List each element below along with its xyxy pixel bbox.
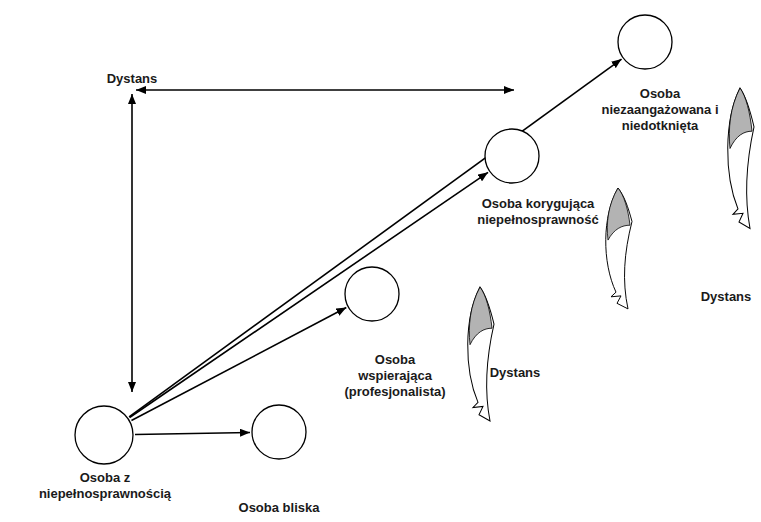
circle-shape xyxy=(252,405,306,459)
node-label: Osoba korygująca niepełnosprawność xyxy=(476,196,601,228)
node-label: Osoba wspierająca (profesjonalista) xyxy=(339,352,451,400)
distance-label: Dystans xyxy=(107,71,158,87)
circle-outline xyxy=(484,128,540,184)
distance-label: Dystans xyxy=(490,365,541,381)
circle-outline xyxy=(74,405,134,465)
relation-arrow xyxy=(129,59,621,417)
distance-crescent xyxy=(468,287,494,421)
circle-shape xyxy=(618,15,672,69)
person-circle: Osoba z niepełnosprawnością xyxy=(74,405,134,465)
distance-crescent xyxy=(728,88,754,228)
person-circle: Osoba wspierająca (profesjonalista) xyxy=(344,266,400,322)
relation-arrow xyxy=(130,172,488,417)
relation-arrow xyxy=(131,308,346,421)
circle-shape xyxy=(485,129,539,183)
circle-outline xyxy=(251,404,307,460)
node-label: Osoba bliska xyxy=(219,500,339,516)
distance-label: Dystans xyxy=(701,289,752,305)
distance-arrow xyxy=(131,94,133,392)
circle-outline xyxy=(617,14,673,70)
distance-arrow xyxy=(136,89,514,91)
person-circle: Osoba bliska xyxy=(251,404,307,460)
node-label: Osoba z niepełnosprawnością xyxy=(30,470,180,502)
node-label: Osoba niezaangażowana i niedotknięta xyxy=(601,86,719,134)
distance-crescent xyxy=(606,188,632,309)
person-circle: Osoba korygująca niepełnosprawność xyxy=(484,128,540,184)
circle-shape xyxy=(75,406,133,464)
circle-outline xyxy=(344,266,400,322)
circle-shape xyxy=(345,267,399,321)
relation-arrow xyxy=(135,432,250,434)
person-circle: Osoba niezaangażowana i niedotknięta xyxy=(617,14,673,70)
